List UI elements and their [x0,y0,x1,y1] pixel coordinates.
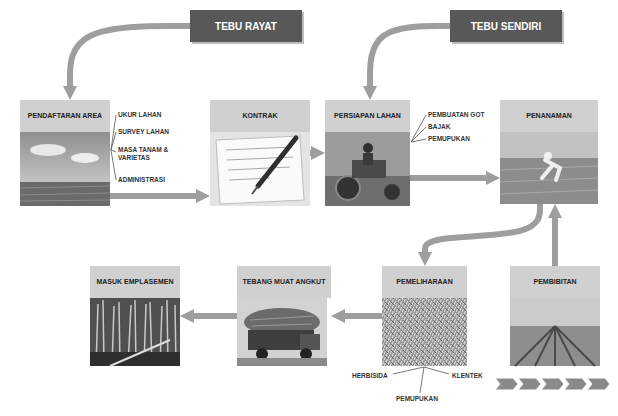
process-card: MASUK EMPLASEMEN [90,266,180,366]
source-title: TEBU RAYAT [215,21,277,32]
sub-activity-label: SURVEY LAHAN [118,128,169,136]
card-header: PENANAMAN [500,100,598,132]
step-title: PENANAMAN [526,112,572,120]
card-header: MASUK EMPLASEMEN [90,266,180,298]
truck-photo [237,298,327,366]
process-card: KONTRAK [210,100,310,206]
process-card: PEMBIBITAN [510,266,600,366]
contract-photo [210,132,310,206]
flow-arrow [425,204,540,252]
sub-activity-label: PEMUPUKAN [428,135,470,143]
sub-activity-label: BAJAK [428,123,450,131]
yard-photo [90,298,180,366]
card-header: PEMBIBITAN [510,266,600,298]
flow-arrow [410,175,486,181]
source-title: TEBU SENDIRI [471,21,542,32]
flow-arrow [345,313,382,319]
sub-activity-label: MASA TANAM & VARIETAS [118,146,180,162]
tractor-photo [325,132,410,206]
sub-activity-label: ADMINISTRASI [118,176,165,184]
nursery-photo [510,298,600,366]
flow-arrow [370,26,450,86]
flow-arrow [194,313,237,319]
step-title: PERSIAPAN LAHAN [334,112,401,120]
card-header: PERSIAPAN LAHAN [325,100,410,132]
chevron-strip [495,378,610,390]
flow-arrow [310,150,311,156]
sub-activity-label: KLENTEK [452,372,483,380]
source-box: TEBU RAYAT [190,10,302,42]
step-title: PEMELIHARAAN [396,278,452,286]
process-card: TEBANG MUAT ANGKUT [237,266,331,366]
flow-arrow [552,218,558,266]
sub-activity-label: HERBISIDA [352,372,388,380]
process-card: PERSIAPAN LAHAN [325,100,410,206]
process-card: PENANAMAN [500,100,598,204]
step-title: PENDAFTARAN AREA [28,112,102,120]
field-photo [20,132,110,206]
step-title: PEMBIBITAN [533,278,576,286]
step-title: KONTRAK [243,112,278,120]
source-box: TEBU SENDIRI [450,10,562,42]
card-header: KONTRAK [210,100,310,132]
process-card: PEMELIHARAAN [382,266,467,366]
planting-photo [500,132,598,204]
sub-activity-label: PEMBUATAN GOT [428,111,484,119]
step-title: MASUK EMPLASEMEN [96,278,173,286]
crop-photo [382,298,467,366]
card-header: TEBANG MUAT ANGKUT [237,266,331,298]
step-title: TEBANG MUAT ANGKUT [243,278,326,286]
card-header: PENDAFTARAN AREA [20,100,110,132]
leader-line [111,115,449,393]
flow-arrow [110,193,196,199]
process-card: PENDAFTARAN AREA [20,100,110,206]
card-header: PEMELIHARAAN [382,266,467,298]
sub-activity-label: PEMUPUKAN [396,395,438,403]
sub-activity-label: UKUR LAHAN [118,111,161,119]
flow-arrow [70,26,190,86]
